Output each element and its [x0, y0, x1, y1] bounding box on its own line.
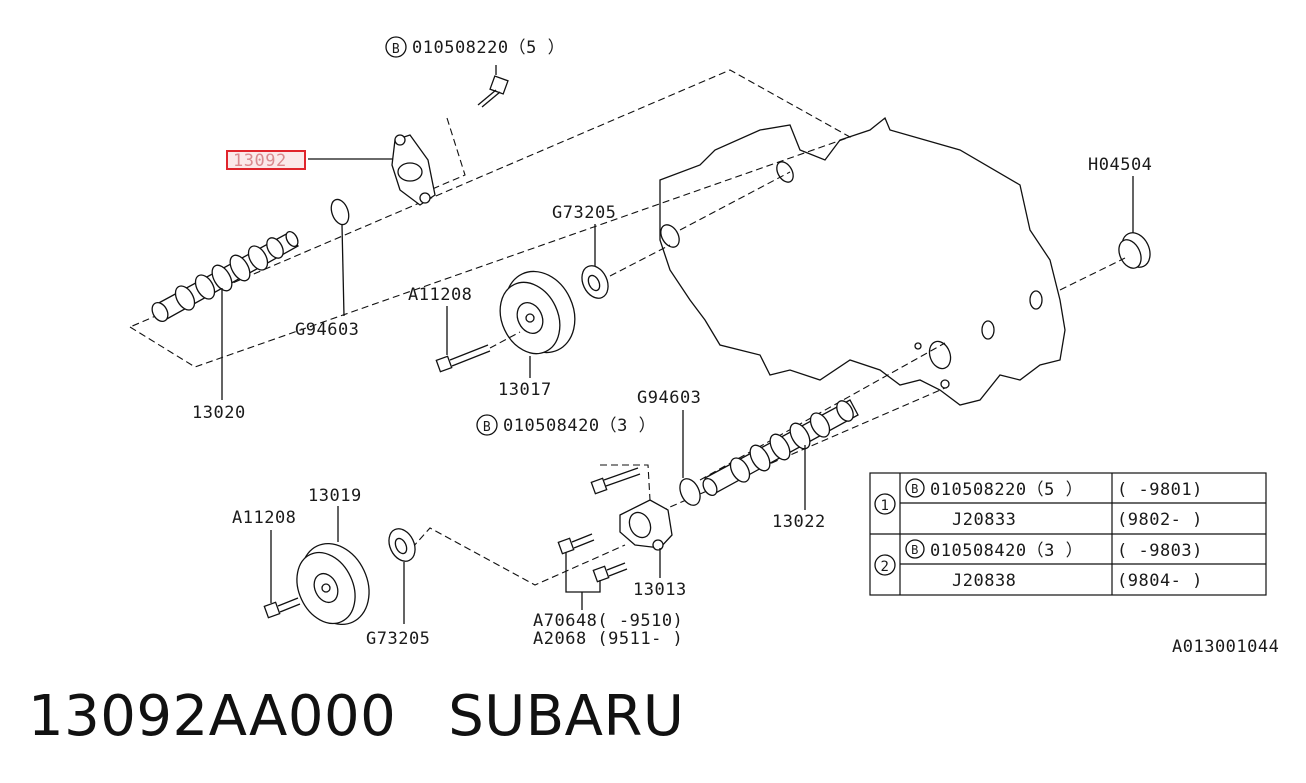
sprocket-13017[interactable]: [489, 260, 588, 364]
table-row-1-num: 1: [874, 493, 896, 515]
label-13017: 13017: [498, 380, 552, 400]
dash-h04504: [1059, 257, 1126, 291]
dash-g73205-top: [609, 244, 671, 277]
table-row-2-part: J20833: [952, 510, 1016, 530]
engine-block-outline: [659, 116, 1066, 406]
label-a11208-top: A11208: [408, 285, 472, 305]
engine-port-5: [928, 340, 952, 370]
table-b-marker-2: B: [905, 539, 925, 559]
bolt-mid[interactable]: [590, 467, 641, 495]
engine-port-4: [981, 320, 995, 340]
footer-caption: 13092AA000 SUBARU: [28, 684, 736, 749]
table-row-2-range: (9802- ): [1117, 510, 1203, 530]
lower-bolt-dash: [600, 464, 651, 501]
camshaft-13020[interactable]: [149, 230, 300, 325]
footer-brand: SUBARU: [448, 684, 685, 749]
lower-sprocket-dash: [411, 527, 626, 586]
engine-port-2: [776, 161, 794, 183]
highlight-box-13092: [226, 150, 306, 170]
label-13020: 13020: [192, 403, 246, 423]
part-13013-tensioner[interactable]: [619, 499, 673, 551]
label-13013: 13013: [633, 580, 687, 600]
svg-text:2: 2: [881, 559, 890, 575]
dowel-a: [914, 342, 922, 350]
label-bolt-top: 010508220（5 ）: [412, 38, 565, 58]
reference-code: A013001044: [1172, 637, 1279, 657]
oring-g94603-top[interactable]: [328, 197, 352, 227]
table-row-4-part: J20838: [952, 571, 1016, 591]
engine-dash-upper: [679, 171, 791, 231]
svg-text:B: B: [483, 420, 491, 435]
camshaft-13022[interactable]: [700, 398, 859, 498]
upper-bracket-dashes: [429, 117, 466, 191]
label-g94603-top: G94603: [295, 320, 359, 340]
b-marker-mid: B: [476, 414, 498, 436]
upper-assembly-outline: [129, 69, 852, 368]
table-row-3-range: ( -9803): [1117, 541, 1203, 561]
label-a2068: A2068 (9511- ): [533, 629, 683, 649]
footer-part-number: 13092AA000: [28, 684, 397, 749]
bolt-a11208-top[interactable]: [435, 344, 491, 373]
seal-g73205-bottom[interactable]: [384, 525, 420, 566]
label-13092[interactable]: 13092: [233, 151, 287, 171]
leader-g94603-top: [341, 224, 345, 317]
engine-port-3: [1029, 290, 1043, 310]
label-a11208-bottom: A11208: [232, 508, 296, 528]
label-g73205-top: G73205: [552, 203, 616, 223]
bolt-a70648-lower[interactable]: [592, 562, 628, 583]
svg-text:B: B: [911, 482, 919, 496]
label-13019: 13019: [308, 486, 362, 506]
dash-a11208-top: [489, 331, 521, 349]
dowel-b: [940, 379, 950, 389]
part-13092-bracket[interactable]: [391, 134, 436, 206]
label-h04504: H04504: [1088, 155, 1152, 175]
bolt-a11208-bottom[interactable]: [263, 597, 301, 619]
table-row-1-part: 010508220（5 ）: [930, 480, 1083, 500]
label-bolt-mid: 010508420（3 ）: [503, 416, 656, 436]
seal-g73205-top[interactable]: [577, 262, 613, 303]
table-b-marker-1: B: [905, 478, 925, 498]
table-row-4-range: (9804- ): [1117, 571, 1203, 591]
svg-text:1: 1: [881, 498, 890, 514]
oring-g94603-mid[interactable]: [676, 476, 704, 509]
leader-a70648: [565, 552, 601, 593]
applicability-table: 1 2 B 010508220（5 ） ( -9801) J20833 (980…: [869, 472, 1267, 596]
plug-h04504[interactable]: [1115, 228, 1156, 272]
label-a70648: A70648( -9510): [533, 611, 683, 631]
sprocket-13019[interactable]: [286, 532, 382, 635]
lower-dash-a: [699, 342, 946, 481]
label-g73205-bottom: G73205: [366, 629, 430, 649]
label-g94603-mid: G94603: [637, 388, 701, 408]
table-row-1-range: ( -9801): [1117, 480, 1203, 500]
engine-port-1: [660, 224, 680, 248]
b-marker-top: B: [385, 36, 407, 58]
svg-text:B: B: [911, 543, 919, 557]
bolt-top[interactable]: [477, 65, 509, 108]
table-row-3-num: 2: [874, 554, 896, 576]
svg-text:B: B: [392, 42, 400, 57]
bolt-a70648-upper[interactable]: [557, 533, 595, 555]
table-row-3-part: 010508420（3 ）: [930, 541, 1083, 561]
label-13022: 13022: [772, 512, 826, 532]
